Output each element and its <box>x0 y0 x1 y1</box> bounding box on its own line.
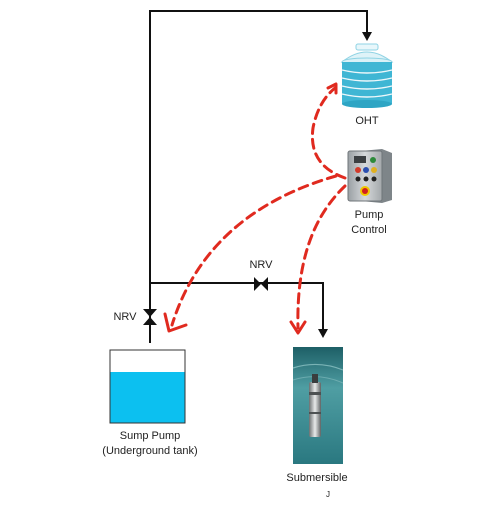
water-tank-icon[interactable] <box>340 43 394 108</box>
pump-control-label-line2: Control <box>351 224 387 236</box>
control-signal-lines <box>170 86 347 330</box>
arrowhead-oht <box>326 82 338 95</box>
sump-tank[interactable] <box>109 349 186 424</box>
arrowhead-submersible <box>289 320 307 335</box>
arrow-into-submersible <box>318 329 328 338</box>
sump-pump-label-line1: Sump Pump <box>119 430 181 442</box>
non-return-valve-icon <box>143 309 157 317</box>
control-panel-icon[interactable] <box>347 149 392 203</box>
signal-arrowheads <box>163 82 338 335</box>
sump-pump-label-line2: (Underground tank) <box>102 445 198 457</box>
oht-label: OHT <box>355 115 379 127</box>
arrowhead-sump <box>163 312 188 333</box>
pump-control-label: Pump Control <box>338 208 400 238</box>
pipe-submersible-line <box>150 282 324 330</box>
nrv-valve-right[interactable] <box>254 277 268 291</box>
submersible-pump-icon[interactable] <box>292 347 344 464</box>
sump-water <box>110 372 185 423</box>
pump-control-label-line1: Pump <box>354 209 384 221</box>
nrv-valve-left[interactable] <box>143 309 157 325</box>
pipe-network <box>149 10 368 343</box>
sump-pump-label: Sump Pump (Underground tank) <box>82 429 218 459</box>
submersible-mark: J <box>326 490 330 499</box>
signal-to-sump <box>170 174 338 327</box>
signal-to-oht <box>310 86 347 180</box>
pipe-riser-to-oht <box>149 10 368 343</box>
signal-to-submersible <box>296 184 347 330</box>
submersible-label: Submersible <box>286 472 348 484</box>
non-return-valve-icon <box>254 277 261 291</box>
nrv-label-right: NRV <box>249 259 273 271</box>
nrv-label-left: NRV <box>113 311 137 323</box>
arrow-into-oht <box>362 32 372 41</box>
